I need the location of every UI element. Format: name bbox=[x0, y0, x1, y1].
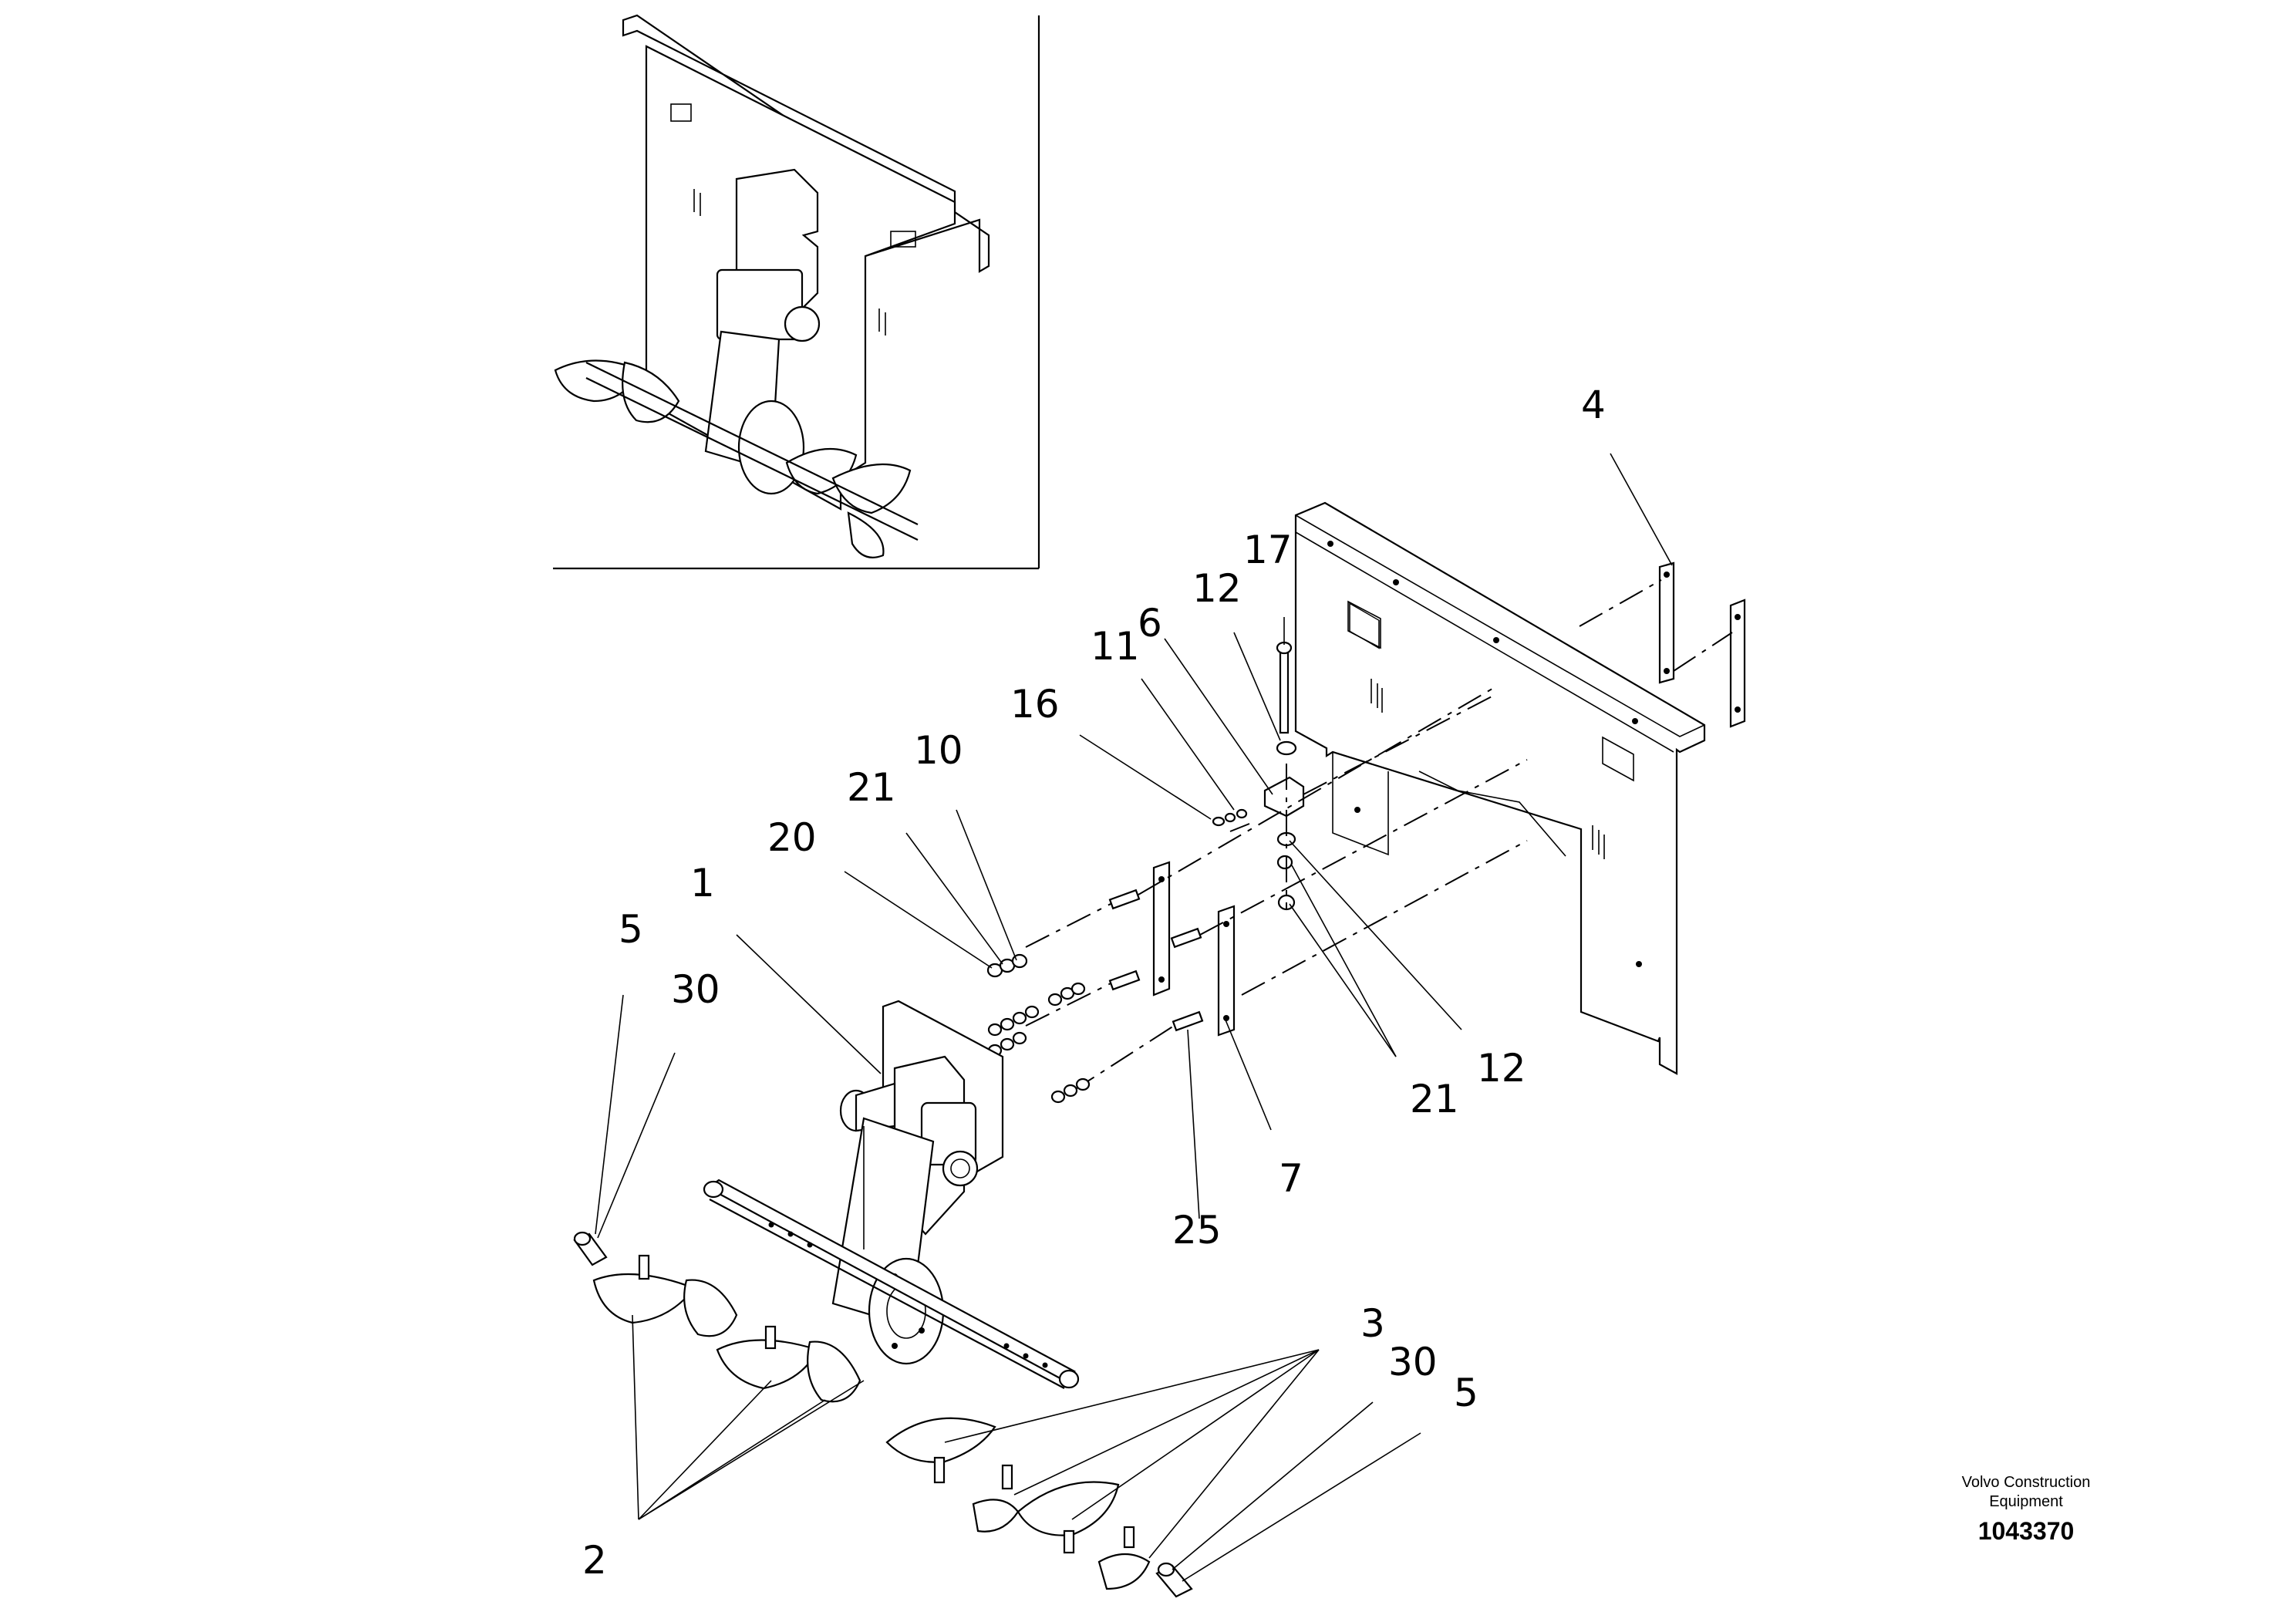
callout-16: 16 bbox=[1010, 682, 1060, 727]
auger-flights-right bbox=[885, 1417, 1193, 1598]
callout-30-left: 30 bbox=[671, 967, 720, 1012]
mounting-plates bbox=[986, 686, 1528, 1104]
callout-10: 10 bbox=[914, 728, 963, 773]
gearbox-unit bbox=[831, 1000, 1004, 1365]
leader-lines bbox=[595, 453, 1673, 1582]
callout-2: 2 bbox=[582, 1538, 607, 1583]
document-number: 1043370 bbox=[1978, 1517, 2075, 1545]
auger-shaft bbox=[703, 1179, 1080, 1389]
callout-25: 25 bbox=[1172, 1208, 1222, 1253]
callout-21-top: 21 bbox=[847, 765, 896, 810]
callout-6: 6 bbox=[1138, 601, 1162, 646]
overview-inset bbox=[553, 14, 1040, 570]
rear-straps bbox=[1579, 561, 1746, 728]
callout-5-right: 5 bbox=[1454, 1371, 1478, 1415]
callout-4: 4 bbox=[1581, 383, 1606, 427]
frame-plate bbox=[1294, 501, 1706, 1075]
auger-flights-left bbox=[573, 1231, 861, 1403]
brand-line-1: Volvo Construction bbox=[1962, 1474, 2091, 1491]
callout-3: 3 bbox=[1360, 1301, 1385, 1346]
callout-numbers: 4 17 12 6 11 16 10 21 20 1 5 30 21 12 7 … bbox=[582, 383, 1606, 1583]
callout-1: 1 bbox=[690, 861, 715, 905]
bracket-assembly bbox=[1212, 641, 1497, 911]
callout-30-right: 30 bbox=[1388, 1340, 1438, 1384]
brand-line-2: Equipment bbox=[1989, 1493, 2063, 1510]
callout-11: 11 bbox=[1091, 624, 1140, 669]
callout-20: 20 bbox=[767, 815, 817, 860]
callout-21-bottom: 21 bbox=[1410, 1077, 1459, 1121]
callout-12-bottom: 12 bbox=[1477, 1046, 1526, 1091]
callout-17: 17 bbox=[1243, 528, 1293, 572]
callout-12-top: 12 bbox=[1192, 566, 1242, 611]
callout-5-left: 5 bbox=[619, 907, 643, 952]
title-block: Volvo Construction Equipment 1043370 bbox=[1962, 1474, 2091, 1545]
callout-7: 7 bbox=[1279, 1156, 1303, 1201]
